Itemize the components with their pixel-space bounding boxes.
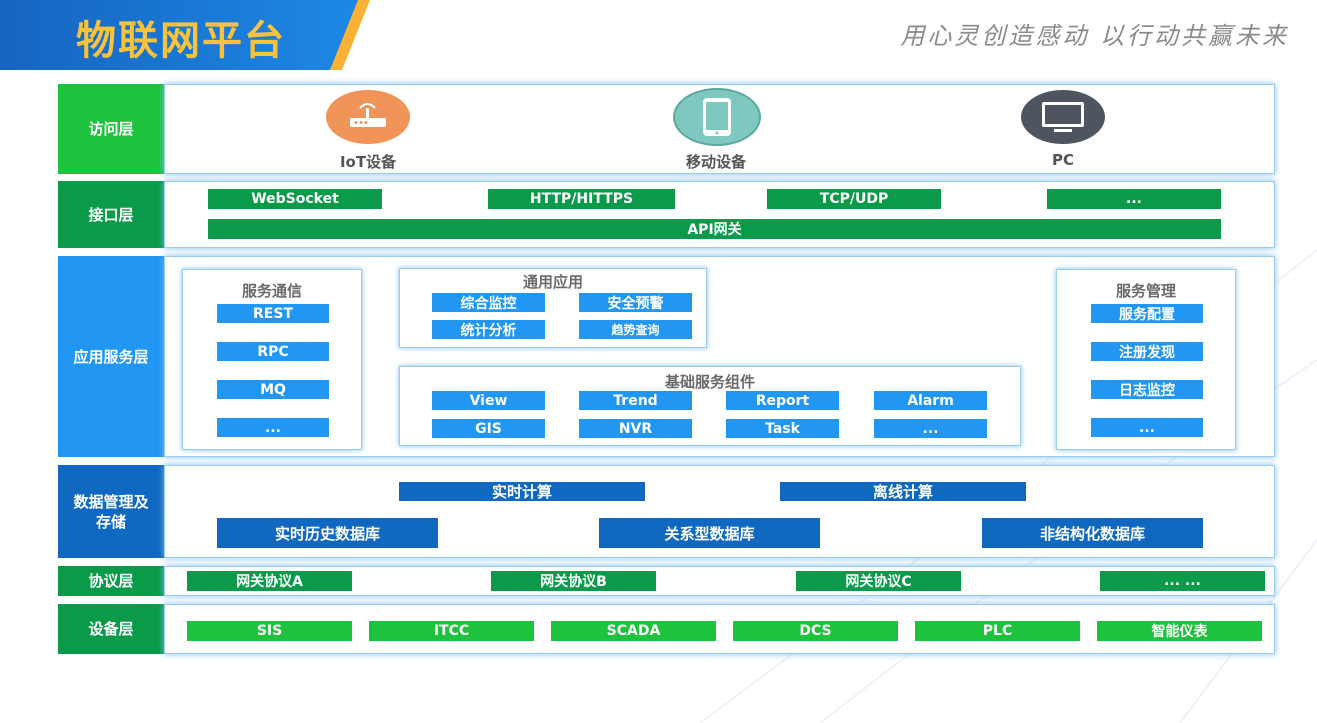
service-mgmt-box: 服务管理 服务配置 注册发现 日志监控 ... [1056, 269, 1236, 450]
device-item: PLC [915, 621, 1080, 641]
layer-label-data-line1: 数据管理及 [73, 492, 149, 511]
app-layer-body: 服务通信 REST RPC MQ ... 通用应用 综合监控 安全预警 统计分析… [164, 256, 1275, 457]
layer-label-device: 设备层 [58, 604, 164, 654]
protocol-item: 网关协议B [491, 571, 656, 591]
base-item: Trend [579, 391, 692, 410]
device-label-iot: IoT设备 [339, 153, 397, 171]
device-item: SCADA [551, 621, 716, 641]
device-label-mobile: 移动设备 [685, 153, 746, 171]
layer-label-interface: 接口层 [58, 181, 164, 248]
base-item: Report [726, 391, 839, 410]
router-icon [326, 90, 410, 144]
comm-item: REST [217, 304, 329, 323]
store-item: 非结构化数据库 [982, 518, 1203, 548]
general-app-title: 通用应用 [522, 273, 583, 291]
store-item: 实时历史数据库 [217, 518, 438, 548]
monitor-icon [1021, 90, 1105, 144]
compute-item: 实时计算 [399, 482, 645, 501]
base-components-box: 基础服务组件 View Trend Report Alarm GIS NVR T… [399, 366, 1021, 446]
base-item: Task [726, 419, 839, 438]
service-mgmt-title: 服务管理 [1115, 282, 1176, 300]
mgmt-item: 服务配置 [1091, 304, 1203, 323]
protocol-item: 网关协议A [187, 571, 352, 591]
layer-label-access: 访问层 [58, 84, 164, 174]
mgmt-item: 注册发现 [1091, 342, 1203, 361]
service-comm-box: 服务通信 REST RPC MQ ... [182, 269, 362, 450]
device-item: ITCC [369, 621, 534, 641]
access-layer-body: IoT设备 移动设备 PC [164, 84, 1275, 174]
layer-label-data: 数据管理及 存储 [58, 465, 164, 558]
general-item: 综合监控 [432, 293, 545, 312]
tablet-icon [673, 88, 761, 146]
protocol-item: ... ... [1100, 571, 1265, 591]
base-item: Alarm [874, 391, 987, 410]
base-item: GIS [432, 419, 545, 438]
comm-item: ... [217, 418, 329, 437]
interface-item: HTTP/HITTPS [488, 189, 675, 209]
protocol-layer-body: 网关协议A 网关协议B 网关协议C ... ... [164, 566, 1275, 596]
mgmt-item: 日志监控 [1091, 380, 1203, 399]
general-item: 安全预警 [579, 293, 692, 312]
store-item: 关系型数据库 [599, 518, 820, 548]
data-layer-body: 实时计算 离线计算 实时历史数据库 关系型数据库 非结构化数据库 [164, 465, 1275, 558]
base-item: View [432, 391, 545, 410]
mgmt-item: ... [1091, 418, 1203, 437]
interface-item: ... [1047, 189, 1221, 209]
header-banner [0, 0, 360, 70]
page-title: 物联网平台 [76, 18, 286, 64]
interface-layer-body: WebSocket HTTP/HITTPS TCP/UDP ... API网关 [164, 181, 1275, 248]
compute-item: 离线计算 [780, 482, 1026, 501]
general-item: 统计分析 [432, 320, 545, 339]
device-label-pc: PC [1051, 151, 1074, 169]
device-layer-body: SIS ITCC SCADA DCS PLC 智能仪表 [164, 604, 1275, 654]
base-item: ... [874, 419, 987, 438]
layer-label-app: 应用服务层 [58, 256, 164, 457]
base-item: NVR [579, 419, 692, 438]
slogan: 用心灵创造感动 以行动共赢未来 [900, 22, 1289, 50]
service-comm-title: 服务通信 [241, 282, 302, 300]
comm-item: MQ [217, 380, 329, 399]
device-item: DCS [733, 621, 898, 641]
api-gateway-bar: API网关 [208, 219, 1221, 239]
interface-item: WebSocket [208, 189, 382, 209]
general-item: 趋势查询 [579, 320, 692, 339]
base-components-title: 基础服务组件 [664, 373, 755, 391]
general-app-box: 通用应用 综合监控 安全预警 统计分析 趋势查询 [399, 268, 707, 348]
device-item: 智能仪表 [1097, 621, 1262, 641]
layer-label-protocol: 协议层 [58, 566, 164, 596]
layer-label-data-line2: 存储 [95, 512, 126, 531]
comm-item: RPC [217, 342, 329, 361]
interface-item: TCP/UDP [767, 189, 941, 209]
protocol-item: 网关协议C [796, 571, 961, 591]
device-item: SIS [187, 621, 352, 641]
